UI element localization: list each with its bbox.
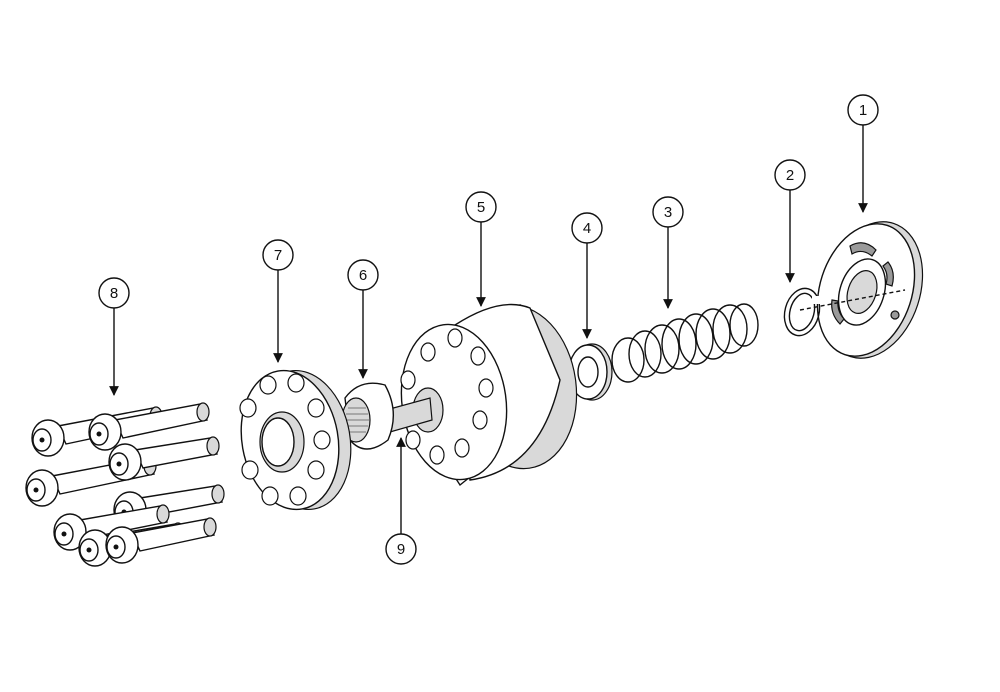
callout-6-label: 6 — [359, 267, 367, 284]
callout-7-label: 7 — [274, 247, 282, 264]
callout-3-label: 3 — [664, 204, 672, 221]
piston — [53, 504, 170, 551]
callout-7: 7 — [262, 239, 294, 363]
part-3-spring — [611, 303, 759, 383]
callout-4: 4 — [571, 212, 603, 339]
piston — [88, 402, 210, 451]
callout-2-label: 2 — [786, 167, 794, 184]
callout-1: 1 — [847, 94, 879, 213]
callout-5-label: 5 — [477, 199, 485, 216]
part-1-valve-plate — [799, 221, 924, 359]
part-5-cylinder-block — [400, 303, 578, 487]
part-8-pistons — [25, 402, 225, 567]
piston — [105, 517, 217, 564]
piston — [108, 436, 220, 481]
callout-8-label: 8 — [110, 285, 118, 302]
callout-2: 2 — [774, 159, 806, 283]
callout-9: 9 — [385, 437, 417, 565]
callout-3: 3 — [652, 196, 684, 309]
part-2-snap-ring — [783, 287, 821, 337]
callout-9-label: 9 — [397, 541, 405, 558]
callout-6: 6 — [347, 259, 379, 379]
callout-1-label: 1 — [859, 102, 867, 119]
callout-8: 8 — [98, 277, 130, 396]
callout-4-label: 4 — [583, 220, 591, 237]
callout-5: 5 — [465, 191, 497, 307]
part-4-washer — [568, 343, 613, 401]
part-7-retainer-plate — [239, 369, 352, 511]
